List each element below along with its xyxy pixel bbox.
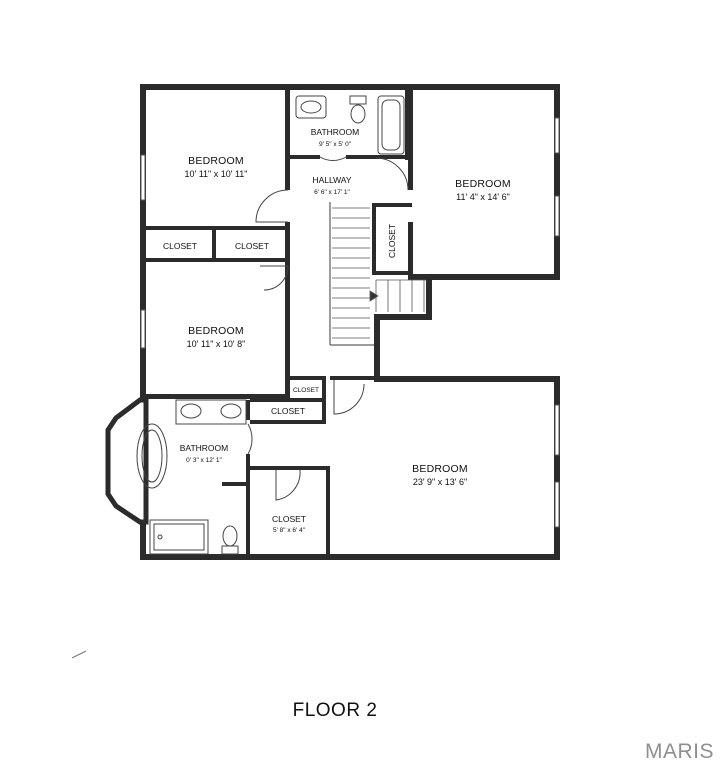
bathroom-top-dims: 9' 5" x 5' 0" [319,141,352,148]
closet-a-name: CLOSET [163,241,197,251]
bathroom-sw-dims: 0' 3" x 12' 1" [186,457,222,464]
bedroom-w-dims: 10' 11" x 10' 8" [187,339,246,349]
doors [247,156,409,501]
closet-mid-name: CLOSET [271,406,305,416]
bedroom-nw-dims: 10' 11" x 10' 11" [184,169,247,179]
bay-window [105,397,149,525]
closet-stair-name: CLOSET [387,224,397,258]
bedroom-ne-dims: 11' 4" x 14' 6" [456,192,510,202]
windows [140,117,560,528]
closet-walkin-name: CLOSET [272,514,306,524]
interior-walls [146,90,413,556]
hallway-dims: 6' 6" x 17' 1" [314,189,350,196]
room-labels: BEDROOM 10' 11" x 10' 11" BEDROOM 11' 4"… [163,127,511,534]
exterior-walls [140,84,560,560]
bedroom-w-name: BEDROOM [188,325,244,337]
brand-watermark: MARIS [645,740,715,763]
closet-b-name: CLOSET [235,241,269,251]
bathroom-fixtures [136,95,405,555]
stray-mark [71,650,87,659]
hallway-name: HALLWAY [312,175,351,185]
bathroom-sw-name: BATHROOM [180,443,228,453]
bathroom-top-name: BATHROOM [311,127,359,137]
bedroom-nw-name: BEDROOM [188,155,244,167]
staircase [332,207,426,339]
bedroom-se-name: BEDROOM [412,463,468,475]
floor-title: FLOOR 2 [292,700,378,721]
closet-small-name: CLOSET [293,387,319,394]
closet-walkin-dims: 5' 8" x 6' 4" [273,527,306,534]
bedroom-ne-name: BEDROOM [455,178,511,190]
bedroom-se-dims: 23' 9" x 13' 6" [413,477,467,487]
